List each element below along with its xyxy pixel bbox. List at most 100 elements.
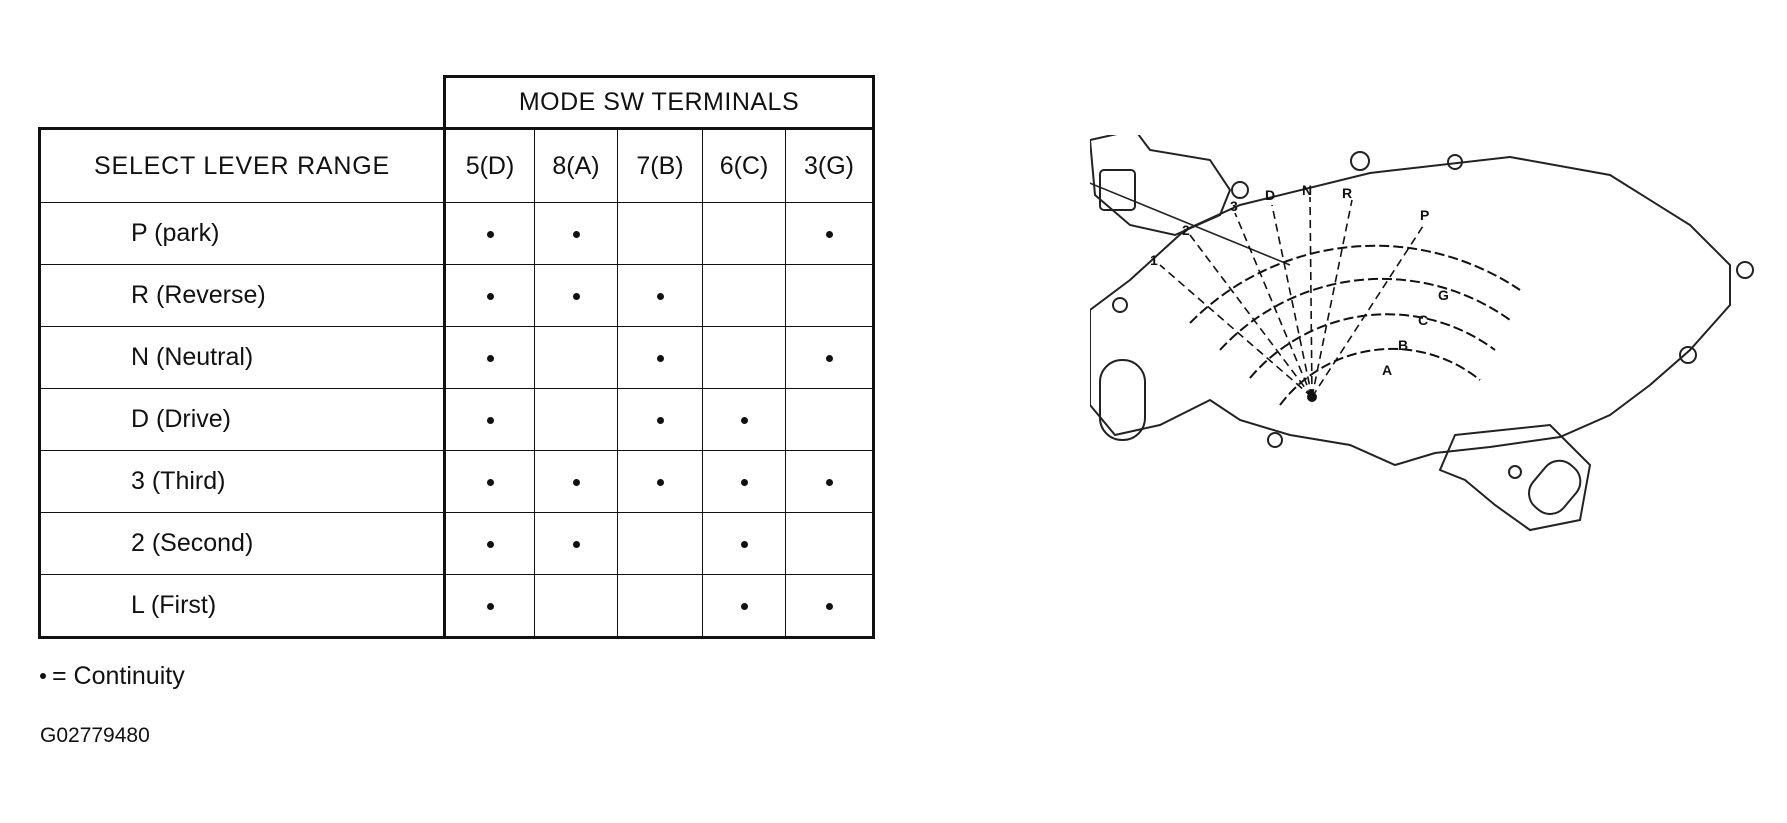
- lever-label-p: P: [1420, 207, 1429, 223]
- continuity-cell: [444, 388, 535, 451]
- continuity-cell: [617, 388, 703, 451]
- radial-line-2: [1189, 234, 1313, 398]
- left-ear-slot: [1099, 359, 1146, 441]
- continuity-cell: [702, 326, 786, 389]
- pivot-point: [1307, 392, 1317, 402]
- arc-label-c: C: [1418, 312, 1428, 328]
- lever-label-n: N: [1302, 182, 1312, 198]
- continuity-dot-icon: [572, 230, 580, 238]
- continuity-dot-icon: [486, 416, 494, 424]
- continuity-dot-icon: [825, 602, 833, 610]
- continuity-dot-icon: [572, 540, 580, 548]
- continuity-cell: [702, 388, 786, 451]
- mounting-hole: [1736, 261, 1754, 279]
- mounting-hole: [1679, 346, 1697, 364]
- continuity-dot-icon: [740, 602, 748, 610]
- lever-label-1: 1: [1150, 252, 1158, 268]
- continuity-cell: [785, 202, 875, 265]
- mode-sw-terminals-header: MODE SW TERMINALS: [443, 75, 875, 129]
- mounting-hole: [1231, 181, 1249, 199]
- radial-line-p: [1311, 222, 1426, 398]
- continuity-cell: [534, 264, 618, 327]
- continuity-cell: [444, 326, 535, 389]
- contact-arc-b: [1249, 313, 1496, 379]
- continuity-cell: [617, 574, 703, 639]
- mode-switch-drawing: 1 2 3 D N R P G C B A: [1090, 135, 1754, 532]
- continuity-cell: [617, 264, 703, 327]
- lever-label-d: D: [1265, 187, 1275, 203]
- switch-lower-bracket: [1438, 423, 1592, 532]
- continuity-cell: [534, 202, 618, 265]
- cable-line: [1090, 182, 1291, 266]
- radial-line-r: [1311, 199, 1353, 398]
- lever-range-cell: 3 (Third): [38, 450, 446, 513]
- lever-label-r: R: [1342, 185, 1352, 201]
- legend-text: = Continuity: [52, 662, 185, 690]
- lever-label-3: 3: [1230, 198, 1238, 214]
- continuity-dot-icon: [40, 673, 46, 679]
- table-corner-blank: [40, 77, 445, 129]
- lever-range-cell: P (park): [38, 202, 446, 265]
- arc-label-b: B: [1398, 337, 1408, 353]
- continuity-cell: [785, 264, 875, 327]
- connector-body: [1090, 135, 1232, 237]
- continuity-dot-icon: [486, 292, 494, 300]
- continuity-cell: [617, 202, 703, 265]
- mounting-hole: [1350, 151, 1370, 171]
- contact-arc-g: [1189, 244, 1521, 324]
- continuity-table-body: P (park)R (Reverse)N (Neutral)D (Drive)3…: [38, 202, 875, 639]
- continuity-dot-icon: [572, 478, 580, 486]
- continuity-cell: [702, 202, 786, 265]
- continuity-cell: [534, 574, 618, 639]
- table-row: R (Reverse): [38, 264, 875, 327]
- lever-range-cell: N (Neutral): [38, 326, 446, 389]
- continuity-dot-icon: [740, 416, 748, 424]
- continuity-dot-icon: [486, 230, 494, 238]
- terminal-column-header: 6(C): [702, 127, 786, 203]
- continuity-dot-icon: [656, 292, 664, 300]
- continuity-cell: [617, 512, 703, 575]
- continuity-dot-icon: [656, 478, 664, 486]
- figure-id: G02779480: [40, 724, 150, 747]
- lever-range-cell: 2 (Second): [38, 512, 446, 575]
- continuity-table: MODE SW TERMINALS SELECT LEVER RANGE 5(D…: [38, 75, 875, 639]
- arc-label-a: A: [1382, 362, 1392, 378]
- continuity-cell: [785, 450, 875, 513]
- radial-line-d: [1271, 204, 1313, 398]
- continuity-dot-icon: [740, 478, 748, 486]
- terminal-column-header: 3(G): [785, 127, 875, 203]
- table-row: L (First): [38, 574, 875, 639]
- continuity-dot-icon: [740, 540, 748, 548]
- table-row: 2 (Second): [38, 512, 875, 575]
- continuity-cell: [534, 388, 618, 451]
- continuity-cell: [617, 326, 703, 389]
- table-row: D (Drive): [38, 388, 875, 451]
- continuity-dot-icon: [825, 478, 833, 486]
- continuity-cell: [444, 264, 535, 327]
- continuity-legend: = Continuity: [40, 662, 185, 691]
- select-lever-range-header: SELECT LEVER RANGE: [38, 127, 446, 203]
- continuity-cell: [444, 450, 535, 513]
- mounting-hole: [1267, 432, 1283, 448]
- terminal-column-header: 7(B): [617, 127, 703, 203]
- lever-range-cell: R (Reverse): [38, 264, 446, 327]
- lever-range-cell: L (First): [38, 574, 446, 639]
- table-row: P (park): [38, 202, 875, 265]
- continuity-cell: [444, 574, 535, 639]
- continuity-cell: [534, 326, 618, 389]
- terminal-column-header: 5(D): [444, 127, 535, 203]
- mounting-hole: [1447, 154, 1463, 170]
- continuity-dot-icon: [486, 540, 494, 548]
- continuity-cell: [534, 450, 618, 513]
- continuity-dot-icon: [486, 478, 494, 486]
- radial-line-n: [1309, 196, 1313, 398]
- continuity-cell: [444, 512, 535, 575]
- continuity-cell: [785, 388, 875, 451]
- continuity-cell: [444, 202, 535, 265]
- continuity-dot-icon: [656, 354, 664, 362]
- connector-plug: [1099, 169, 1136, 211]
- continuity-cell: [702, 264, 786, 327]
- continuity-dot-icon: [486, 354, 494, 362]
- continuity-dot-icon: [825, 354, 833, 362]
- continuity-dot-icon: [825, 230, 833, 238]
